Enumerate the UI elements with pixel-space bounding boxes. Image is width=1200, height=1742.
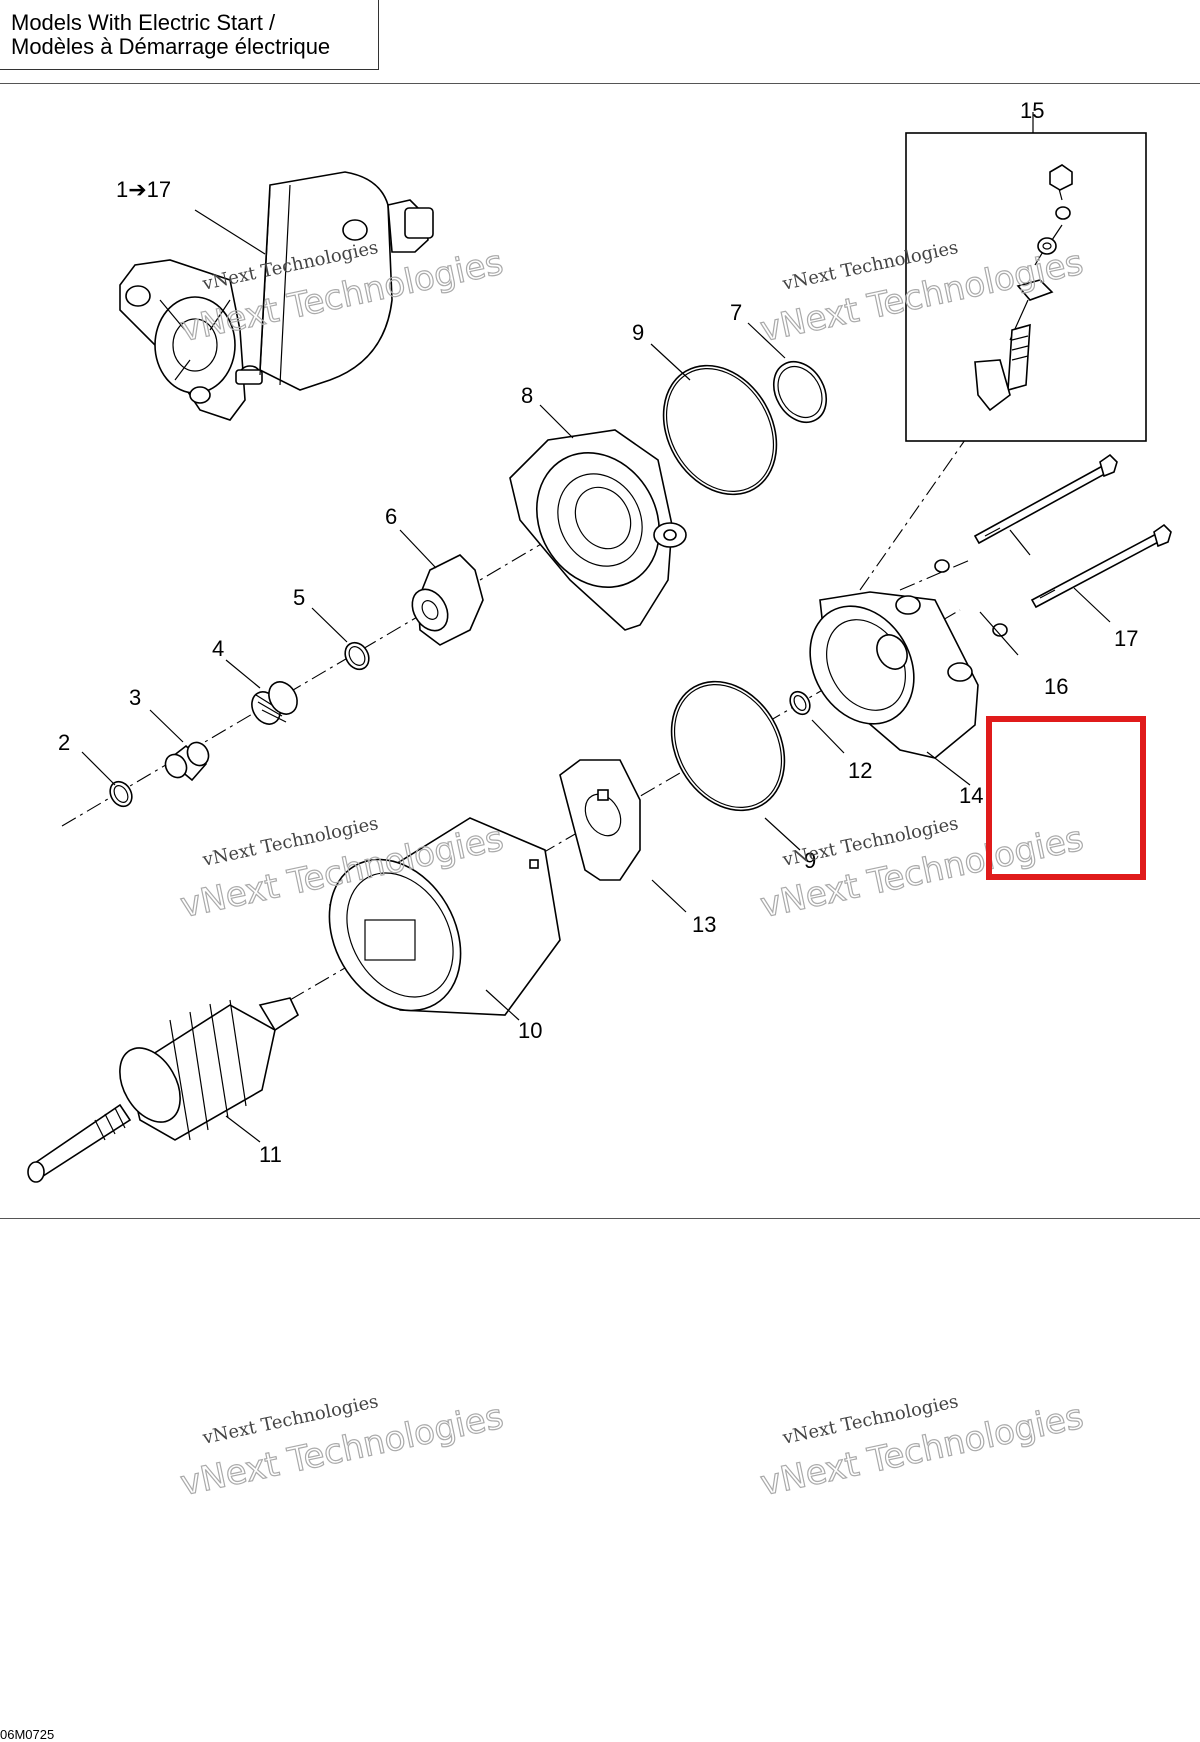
callout-1-to-17: 1➔17 (116, 177, 171, 202)
diagram-title-box: Models With Electric Start / Modèles à D… (0, 0, 379, 70)
callout-7: 7 (730, 300, 742, 325)
callout-13: 13 (692, 912, 716, 937)
callout-17: 17 (1114, 626, 1138, 651)
callout-11: 11 (259, 1142, 282, 1167)
callout-5: 5 (293, 585, 305, 610)
callout-4: 4 (212, 636, 224, 661)
callout-3: 3 (129, 685, 141, 710)
title-english: Models With Electric Start / (11, 10, 276, 35)
callout-16: 16 (1044, 674, 1068, 699)
callout-9-upper: 9 (632, 320, 644, 345)
callout-6: 6 (385, 504, 397, 529)
callout-15: 15 (1020, 98, 1044, 123)
highlight-box (986, 716, 1146, 880)
callout-10: 10 (518, 1018, 542, 1043)
starter-assembly-illustration (119, 171, 434, 421)
callout-14: 14 (959, 783, 983, 808)
callout-12: 12 (848, 758, 872, 783)
figure-id: 06M0725 (0, 1727, 55, 1742)
part-16-axis (899, 559, 971, 591)
top-divider (0, 83, 1200, 84)
part-15-axis (859, 439, 966, 591)
title-french: Modèles à Démarrage électrique (11, 34, 331, 59)
bottom-divider (0, 1218, 1200, 1219)
callout-2: 2 (58, 730, 70, 755)
watermark-bottom-left: vNext Technologies vNext Technologies (176, 1391, 507, 1505)
watermark-bottom-right: vNext Technologies vNext Technologies (756, 1391, 1087, 1505)
callout-8: 8 (521, 383, 533, 408)
callout-9-lower: 9 (804, 848, 816, 873)
